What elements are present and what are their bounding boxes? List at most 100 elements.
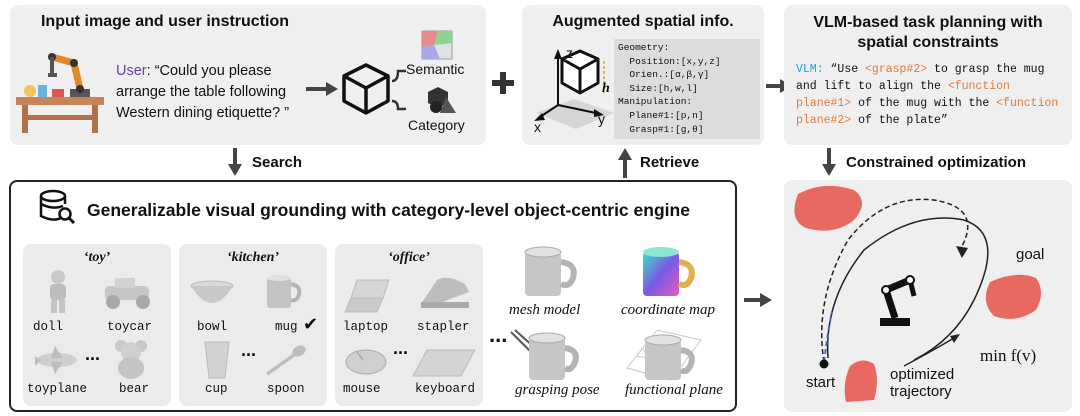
item-label: stapler bbox=[417, 320, 470, 334]
item-label: cup bbox=[205, 382, 228, 396]
vlm-text-part: of the plate” bbox=[851, 114, 948, 127]
axis-x-label: x bbox=[534, 119, 541, 135]
retrieve-arrow bbox=[618, 148, 632, 178]
geometry-line: Plane#1:[p,n] bbox=[618, 109, 704, 121]
constrained-label: Constrained optimization bbox=[846, 154, 1026, 171]
semantic-label: Semantic bbox=[406, 61, 465, 77]
cup-icon bbox=[204, 341, 230, 379]
vlm-label: VLM: bbox=[796, 63, 824, 76]
spatial-panel: Augmented spatial info. z x y h Geometry… bbox=[522, 5, 764, 145]
keyword-grasp: <grasp#2> bbox=[865, 63, 928, 76]
ellipsis-large: ... bbox=[489, 322, 508, 347]
group-title: ‘toy’ bbox=[83, 250, 111, 265]
stapler-icon bbox=[421, 277, 469, 308]
item-label: bear bbox=[119, 382, 150, 396]
geometry-line: Size:[h,w,l] bbox=[618, 82, 698, 94]
item-label: spoon bbox=[267, 382, 305, 396]
user-label: User bbox=[116, 63, 147, 79]
user-instruction: User: “Could you please arrange the tabl… bbox=[116, 63, 290, 121]
vlm-text-part: of the mug with the bbox=[851, 97, 997, 110]
objective-label: min f(v) bbox=[980, 346, 1037, 365]
item-label: toycar bbox=[107, 320, 153, 334]
item-label: mug bbox=[275, 320, 298, 334]
bear-icon bbox=[115, 340, 147, 379]
geometry-line: Geometry: bbox=[618, 42, 670, 53]
coordinate-map-icon bbox=[643, 247, 695, 296]
geometry-line: Orien.:[α,β,γ] bbox=[618, 69, 710, 81]
ellipsis: ... bbox=[393, 338, 409, 358]
item-label: keyboard bbox=[415, 382, 476, 396]
cube-icon bbox=[342, 63, 390, 115]
axis-y-label: y bbox=[598, 111, 605, 127]
input-panel-title: Input image and user instruction bbox=[40, 13, 290, 30]
optimization-scene bbox=[794, 185, 1041, 402]
vlm-text-part: “Use bbox=[823, 63, 866, 76]
geometry-line: Manipulation: bbox=[618, 96, 693, 108]
representation-label: coordinate map bbox=[621, 302, 716, 318]
ellipsis: ... bbox=[85, 344, 101, 364]
branch-lines bbox=[391, 69, 406, 111]
optimization-panel: goal start optimized trajectory min f(v) bbox=[784, 180, 1072, 412]
mug-icon bbox=[267, 275, 302, 308]
database-search-icon bbox=[39, 189, 76, 225]
representation-label: mesh model bbox=[509, 302, 581, 318]
spoon-icon bbox=[265, 345, 306, 376]
item-label: toyplane bbox=[27, 382, 88, 396]
doll-icon bbox=[50, 270, 66, 313]
geometry-info-box: Geometry: Position:[x,y,z] Orien.:[α,β,γ… bbox=[614, 39, 760, 139]
goal-label: goal bbox=[1016, 246, 1045, 263]
plus-icon bbox=[492, 72, 514, 94]
mouse-icon bbox=[345, 349, 387, 375]
input-panel: Input image and user instruction User: “… bbox=[10, 5, 486, 145]
engine-panel: Generalizable visual grounding with cate… bbox=[9, 180, 737, 412]
representation-label: grasping pose bbox=[515, 382, 600, 398]
input-arrow bbox=[306, 82, 338, 96]
item-label: bowl bbox=[197, 320, 228, 334]
height-label: h bbox=[602, 81, 610, 96]
representation-label: functional plane bbox=[625, 382, 723, 398]
item-label: doll bbox=[33, 320, 64, 334]
robot-arm-icon bbox=[880, 275, 917, 326]
group-toy: ‘toy’ doll toycar ... toyplane bbox=[23, 244, 171, 406]
group-title: ‘office’ bbox=[388, 250, 430, 265]
constrained-arrow bbox=[822, 148, 836, 176]
ellipsis: ... bbox=[241, 340, 257, 360]
grasping-pose-icon bbox=[510, 329, 579, 380]
trajectory-label: optimized trajectory bbox=[890, 366, 955, 400]
axes-cube-illustration bbox=[534, 49, 614, 129]
semantic-map-icon bbox=[421, 30, 453, 60]
spatial-panel-title: Augmented spatial info. bbox=[552, 13, 734, 30]
search-label: Search bbox=[252, 154, 303, 171]
engine-panel-title: Generalizable visual grounding with cate… bbox=[87, 200, 690, 220]
instruction-text: “Could you please arrange the table foll… bbox=[116, 63, 290, 121]
laptop-icon bbox=[344, 279, 390, 313]
axis-z-label: z bbox=[566, 45, 573, 61]
vlm-plan-text: VLM: “Use <grasp#2> to grasp the mug and… bbox=[796, 61, 1068, 129]
mesh-model-icon bbox=[524, 246, 577, 296]
keyword-function-plane-2: <function plane#2> bbox=[796, 97, 1059, 127]
robot-table-illustration bbox=[16, 53, 104, 133]
vlm-text-part: to grasp the mug and lift to align the bbox=[796, 63, 1045, 93]
group-kitchen: ‘kitchen’ ✔ bowl mug ... cup spoon bbox=[179, 244, 327, 406]
toyplane-icon bbox=[35, 346, 77, 374]
search-arrow bbox=[228, 148, 242, 176]
geometry-line: Grasp#1:[g,θ] bbox=[618, 123, 704, 135]
retrieve-label: Retrieve bbox=[640, 154, 700, 171]
arrow-engine-to-opt bbox=[744, 293, 772, 307]
item-label: mouse bbox=[343, 382, 381, 396]
group-title: ‘kitchen’ bbox=[226, 250, 280, 265]
check-icon: ✔ bbox=[303, 314, 319, 334]
geometry-line: Position:[x,y,z] bbox=[618, 55, 721, 67]
keyboard-icon bbox=[412, 349, 476, 377]
group-office: ‘office’ laptop stapler ... mouse keyboa… bbox=[335, 244, 483, 406]
toycar-icon bbox=[105, 278, 150, 309]
start-label: start bbox=[806, 374, 836, 391]
category-shapes-icon bbox=[428, 87, 456, 113]
vlm-panel: VLM-based task planning with spatial con… bbox=[784, 5, 1072, 145]
functional-plane-icon bbox=[626, 329, 702, 381]
bowl-icon bbox=[190, 280, 234, 303]
category-label: Category bbox=[408, 117, 465, 133]
vlm-panel-title: VLM-based task planning with spatial con… bbox=[813, 14, 1043, 51]
item-label: laptop bbox=[343, 320, 389, 334]
keyword-function-plane-1: <function plane#1> bbox=[796, 80, 1010, 110]
